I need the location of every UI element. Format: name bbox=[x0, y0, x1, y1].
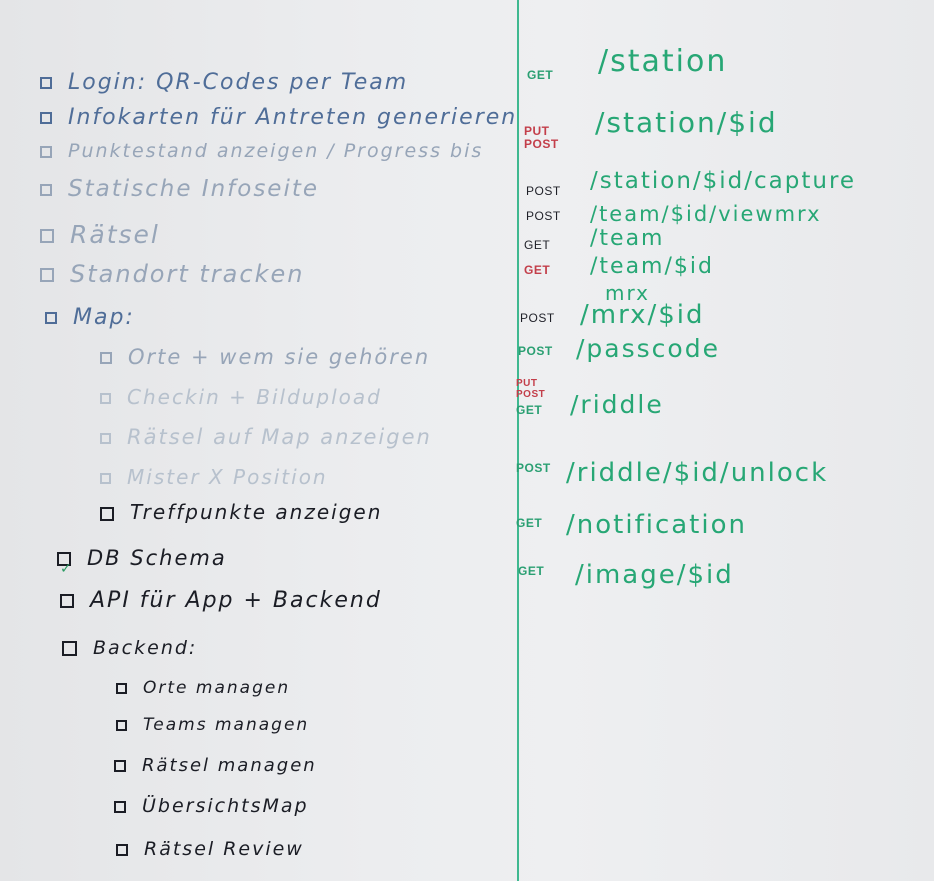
todo-item-label: Teams managen bbox=[143, 715, 310, 735]
todo-item: Backend: bbox=[62, 637, 197, 659]
endpoint-path: /station/$id/capture bbox=[590, 168, 857, 194]
todo-item-label: ÜbersichtsMap bbox=[142, 795, 309, 817]
checkbox-icon bbox=[114, 800, 126, 813]
divider-line bbox=[517, 0, 519, 881]
todo-item: API für App + Backend bbox=[60, 588, 382, 613]
todo-item-label: Map: bbox=[73, 305, 135, 330]
todo-item-label: Orte managen bbox=[143, 678, 291, 698]
todo-item-label: Rätsel auf Map anzeigen bbox=[127, 425, 432, 449]
checkbox-icon bbox=[100, 432, 111, 444]
checkbox-icon bbox=[116, 682, 127, 694]
todo-item-label: Standort tracken bbox=[70, 260, 305, 288]
http-method-label: POST bbox=[520, 311, 555, 325]
todo-item-label: Backend: bbox=[93, 637, 198, 659]
todo-item: Rätsel bbox=[40, 220, 160, 249]
todo-item: Map: bbox=[45, 305, 135, 330]
http-method-label: POST bbox=[526, 209, 561, 223]
checkbox-icon bbox=[114, 760, 126, 772]
todo-item-label: Login: QR-Codes per Team bbox=[68, 70, 409, 95]
todo-item: Mister X Position bbox=[100, 465, 328, 489]
endpoint-path: /image/$id bbox=[575, 560, 734, 590]
todo-item-label: Punktestand anzeigen / Progress bis bbox=[68, 140, 484, 162]
todo-item: Rätsel managen bbox=[114, 755, 317, 776]
todo-item: Standort tracken bbox=[40, 260, 304, 288]
checkbox-icon bbox=[45, 312, 57, 324]
checkbox-icon bbox=[40, 229, 54, 243]
checkbox-icon bbox=[40, 145, 52, 158]
http-method-label: GET bbox=[516, 516, 543, 530]
checkmark-icon: ✓ bbox=[60, 561, 74, 577]
todo-item: Infokarten für Antreten generieren bbox=[40, 105, 517, 130]
http-method-label: PUT bbox=[524, 124, 550, 138]
http-method-label: POST bbox=[518, 344, 553, 358]
http-method-label: GET bbox=[524, 263, 551, 277]
todo-item: ✓ DB Schema bbox=[57, 546, 227, 576]
todo-item-label: Mister X Position bbox=[127, 465, 328, 489]
todo-item-label: Infokarten für Antreten generieren bbox=[68, 105, 518, 130]
endpoint-path: /riddle bbox=[570, 390, 664, 419]
checkbox-icon bbox=[40, 77, 52, 89]
checkbox-checked-icon: ✓ bbox=[57, 552, 72, 576]
endpoint-path: /team/$id/viewmrx bbox=[590, 202, 822, 226]
checkbox-icon bbox=[100, 506, 114, 521]
todo-item: Rätsel auf Map anzeigen bbox=[100, 425, 432, 449]
todo-item: Orte + wem sie gehören bbox=[100, 345, 430, 369]
checkbox-icon bbox=[60, 594, 74, 608]
todo-item-label: API für App + Backend bbox=[90, 588, 382, 613]
http-method-label: POST bbox=[516, 461, 551, 475]
todo-item: Orte managen bbox=[116, 678, 290, 698]
http-method-label: POST bbox=[516, 389, 546, 400]
http-method-label: GET bbox=[527, 68, 554, 82]
todo-item: ÜbersichtsMap bbox=[114, 795, 309, 817]
todo-item-label: Orte + wem sie gehören bbox=[128, 345, 431, 369]
todo-item-label: Treffpunkte anzeigen bbox=[130, 500, 383, 524]
checkbox-icon bbox=[100, 352, 112, 364]
todo-item-label: Statische Infoseite bbox=[68, 176, 320, 202]
checkbox-icon bbox=[116, 843, 128, 856]
endpoint-path: /mrx/$id bbox=[580, 300, 705, 330]
checkbox-icon bbox=[100, 473, 111, 484]
checkbox-icon bbox=[100, 393, 111, 404]
http-method-label: GET bbox=[518, 564, 545, 578]
todo-item: Statische Infoseite bbox=[40, 176, 319, 202]
todo-item: Punktestand anzeigen / Progress bis bbox=[40, 140, 483, 162]
todo-item: Login: QR-Codes per Team bbox=[40, 70, 408, 95]
endpoint-path: /team/$id bbox=[590, 254, 714, 279]
endpoint-path: /riddle/$id/unlock bbox=[566, 458, 829, 488]
todo-item-label: Rätsel Review bbox=[144, 838, 304, 860]
endpoint-path: /notification bbox=[566, 510, 747, 540]
http-method-label: POST bbox=[524, 137, 559, 151]
endpoint-path: mrx bbox=[605, 281, 651, 305]
todo-item: Teams managen bbox=[116, 715, 309, 735]
checkbox-icon bbox=[40, 183, 52, 196]
http-method-label: GET bbox=[516, 403, 543, 417]
checkbox-icon bbox=[40, 268, 54, 282]
endpoint-path: /station bbox=[598, 44, 728, 79]
todo-item-label: Checkin + Bildupload bbox=[127, 385, 382, 409]
checkbox-icon bbox=[116, 719, 127, 731]
todo-item: Checkin + Bildupload bbox=[100, 385, 382, 409]
todo-item-label: Rätsel managen bbox=[142, 755, 317, 776]
todo-item: Rätsel Review bbox=[116, 838, 304, 860]
http-method-label: PUT bbox=[516, 378, 538, 389]
endpoint-path: /team bbox=[590, 226, 665, 251]
endpoint-path: /station/$id bbox=[595, 106, 778, 139]
endpoint-path: /passcode bbox=[576, 334, 720, 363]
checkbox-icon bbox=[40, 112, 52, 124]
checkbox-icon bbox=[62, 641, 77, 656]
http-method-label: GET bbox=[524, 238, 551, 252]
http-method-label: POST bbox=[526, 184, 561, 198]
todo-item-label: Rätsel bbox=[70, 220, 160, 249]
todo-item: Treffpunkte anzeigen bbox=[100, 500, 382, 524]
todo-item-label: DB Schema bbox=[87, 546, 227, 570]
